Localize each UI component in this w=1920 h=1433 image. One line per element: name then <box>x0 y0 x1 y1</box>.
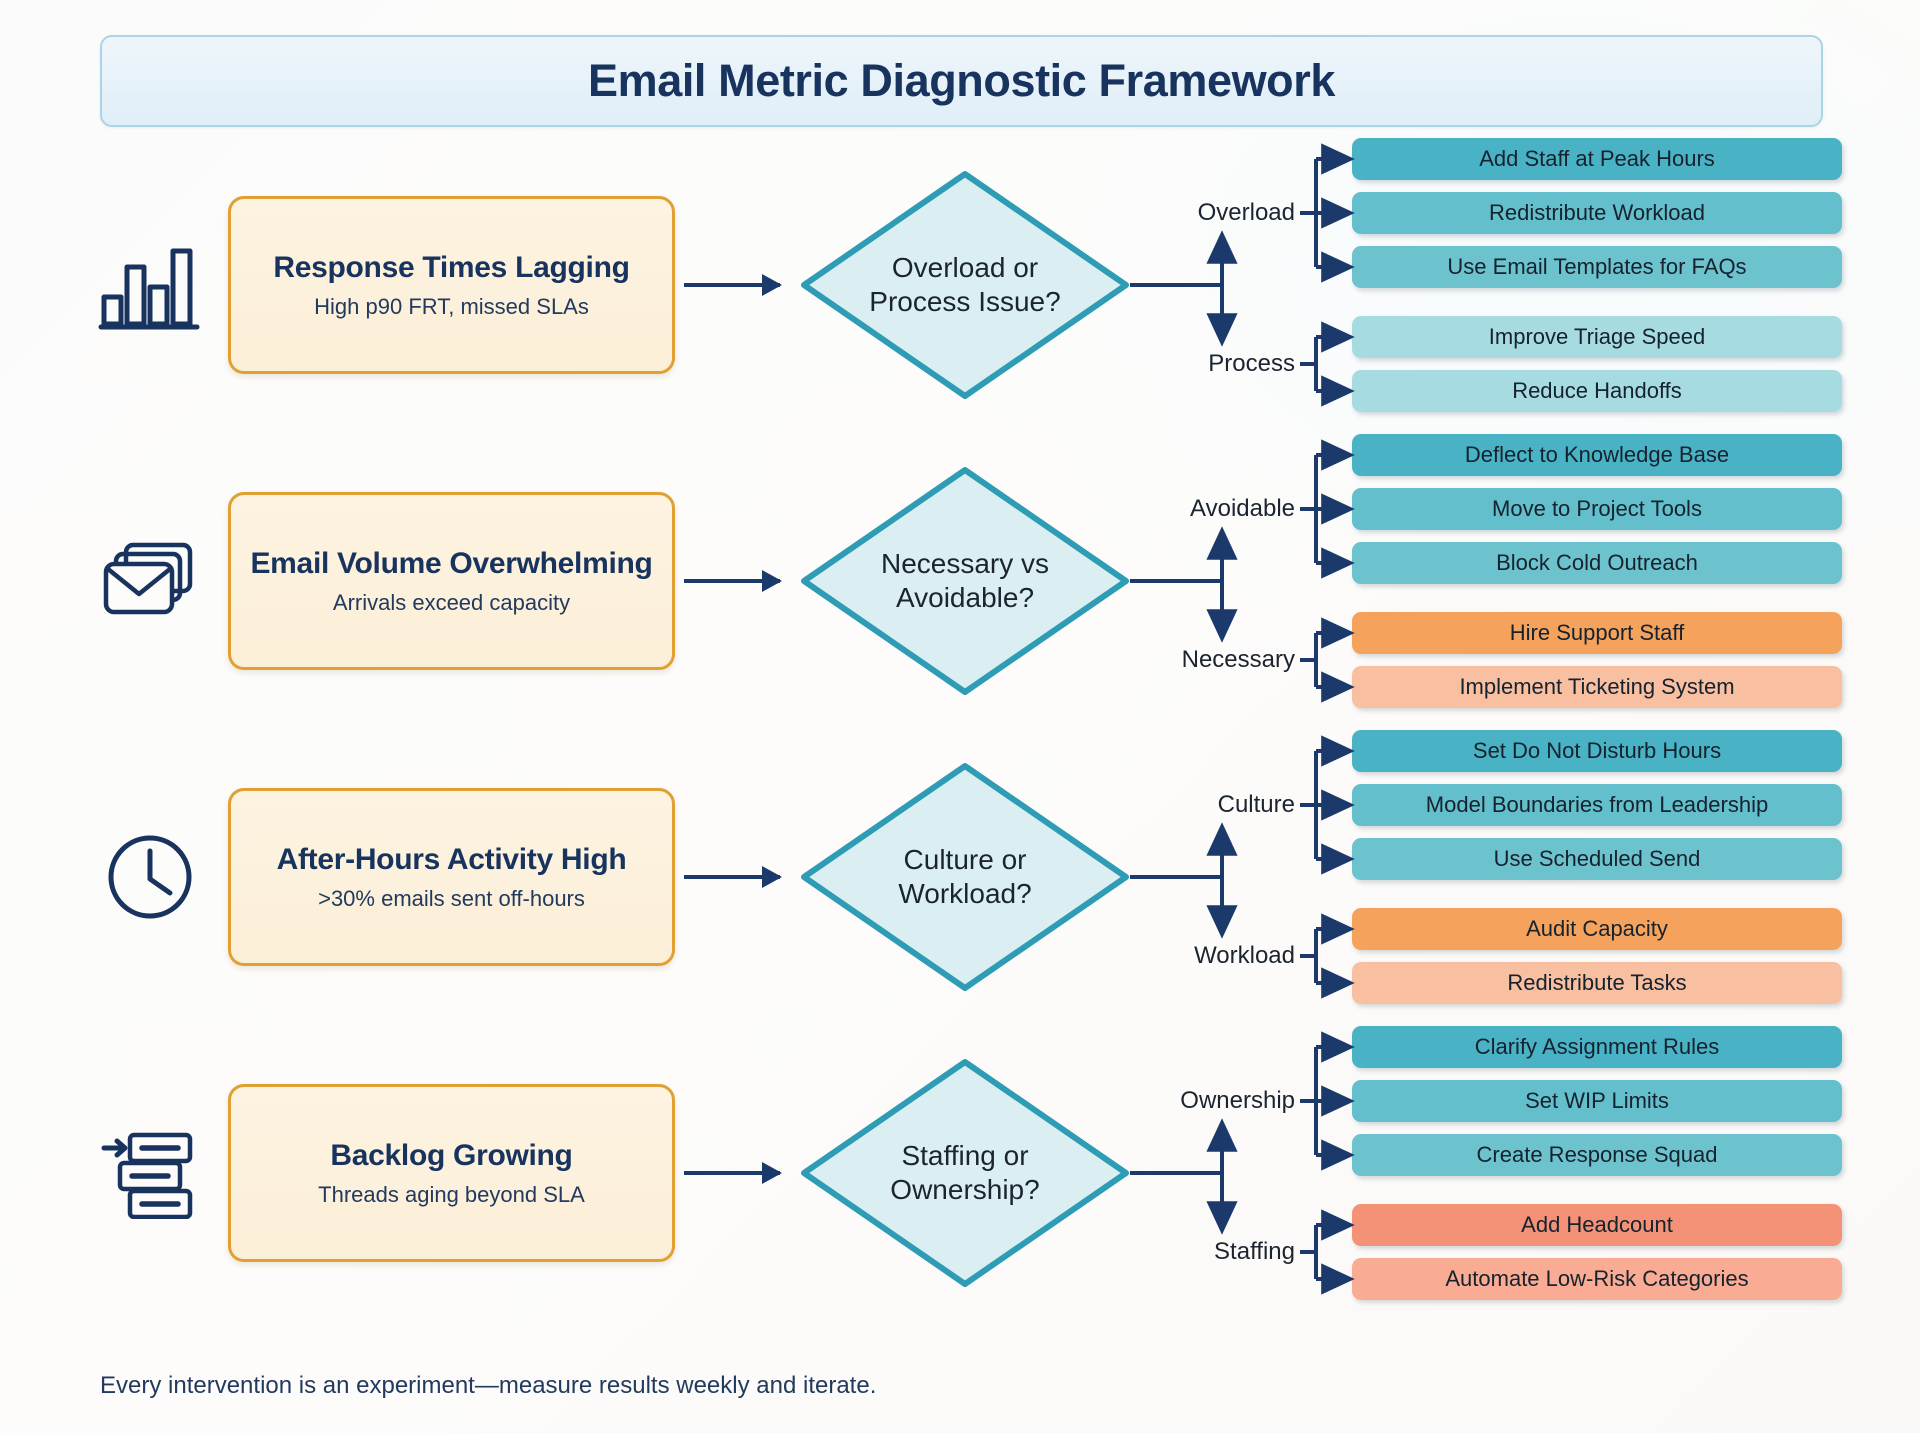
action-box[interactable]: Reduce Handoffs <box>1352 370 1842 412</box>
problem-subtitle: High p90 FRT, missed SLAs <box>314 294 589 319</box>
action-box[interactable]: Clarify Assignment Rules <box>1352 1026 1842 1068</box>
action-box[interactable]: Improve Triage Speed <box>1352 316 1842 358</box>
action-box[interactable]: Redistribute Workload <box>1352 192 1842 234</box>
action-box[interactable]: Model Boundaries from Leadership <box>1352 784 1842 826</box>
problem-title: Response Times Lagging <box>273 250 630 284</box>
title-banner: Email Metric Diagnostic Framework <box>100 35 1823 127</box>
action-box[interactable]: Add Staff at Peak Hours <box>1352 138 1842 180</box>
action-box[interactable]: Hire Support Staff <box>1352 612 1842 654</box>
problem-title: Email Volume Overwhelming <box>250 546 653 580</box>
footer-note: Every intervention is an experiment—meas… <box>100 1372 877 1399</box>
action-box[interactable]: Set WIP Limits <box>1352 1080 1842 1122</box>
action-box[interactable]: Move to Project Tools <box>1352 488 1842 530</box>
envelope-stack-icon <box>95 526 205 636</box>
problem-to-decision-arrow <box>684 866 782 888</box>
problem-subtitle: Threads aging beyond SLA <box>318 1182 585 1207</box>
action-box[interactable]: Audit Capacity <box>1352 908 1842 950</box>
branch-label: Overload <box>1197 199 1295 226</box>
action-box[interactable]: Add Headcount <box>1352 1204 1842 1246</box>
problem-title: After-Hours Activity High <box>276 842 627 876</box>
problem-to-decision-arrow <box>684 570 782 592</box>
branch-label: Culture <box>1217 791 1295 818</box>
branch-label: Staffing <box>1214 1238 1295 1265</box>
problem-box[interactable]: After-Hours Activity High >30% emails sen… <box>228 788 675 966</box>
backlog-stack-icon <box>95 1118 205 1228</box>
row-connectors <box>1130 439 1355 703</box>
action-box[interactable]: Redistribute Tasks <box>1352 962 1842 1004</box>
branch-label: Workload <box>1194 942 1295 969</box>
action-box[interactable]: Set Do Not Disturb Hours <box>1352 730 1842 772</box>
problem-to-decision-arrow <box>684 274 782 296</box>
page-title: Email Metric Diagnostic Framework <box>587 55 1336 106</box>
action-box[interactable]: Use Scheduled Send <box>1352 838 1842 880</box>
action-box[interactable]: Deflect to Knowledge Base <box>1352 434 1842 476</box>
problem-subtitle: Arrivals exceed capacity <box>332 590 571 615</box>
row-connectors <box>1130 1031 1355 1295</box>
action-box[interactable]: Automate Low-Risk Categories <box>1352 1258 1842 1300</box>
branch-label: Necessary <box>1181 646 1295 673</box>
branch-label: Avoidable <box>1190 495 1295 522</box>
problem-to-decision-arrow <box>684 1162 782 1184</box>
clock-icon <box>95 822 205 932</box>
action-box[interactable]: Implement Ticketing System <box>1352 666 1842 708</box>
row-connectors <box>1130 143 1355 407</box>
branch-label: Ownership <box>1180 1087 1295 1114</box>
action-box[interactable]: Use Email Templates for FAQs <box>1352 246 1842 288</box>
action-box[interactable]: Block Cold Outreach <box>1352 542 1842 584</box>
problem-title: Backlog Growing <box>330 1138 573 1172</box>
bar-chart-icon <box>95 230 205 340</box>
row-connectors <box>1130 735 1355 999</box>
action-box[interactable]: Create Response Squad <box>1352 1134 1842 1176</box>
problem-subtitle: >30% emails sent off-hours <box>318 886 585 911</box>
branch-label: Process <box>1208 350 1295 377</box>
